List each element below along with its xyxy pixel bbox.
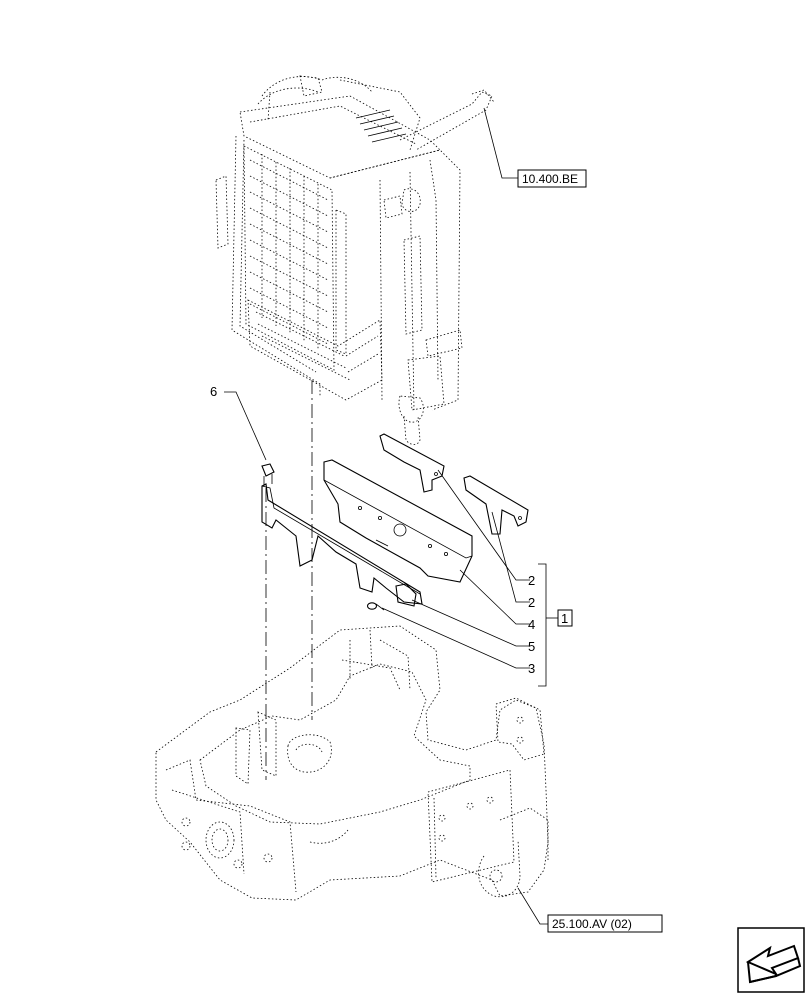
screw-part-3 — [366, 602, 385, 611]
radiator-assembly — [215, 75, 495, 445]
callout-5: 5 — [528, 639, 535, 654]
kit-label-box: 1 — [557, 609, 573, 627]
arrow-navigation-icon[interactable] — [737, 927, 805, 993]
callout-2b: 2 — [528, 595, 535, 610]
callout-4: 4 — [528, 617, 535, 632]
kit-label: 1 — [561, 611, 568, 626]
foot-bracket-part-5 — [395, 583, 417, 607]
radiator-reference: 10.400.BE — [522, 172, 578, 186]
callout-2a: 2 — [528, 573, 535, 588]
bracket-part-2b — [463, 475, 529, 535]
radiator-reference-box[interactable]: 10.400.BE — [517, 169, 587, 188]
mounting-bracket-left — [261, 483, 423, 605]
bracket-part-2a — [379, 433, 445, 493]
frame-reference-box[interactable]: 25.100.AV (02) — [547, 914, 663, 933]
callout-6: 6 — [210, 384, 217, 399]
cross-plate-part-4 — [323, 459, 473, 583]
frame-reference: 25.100.AV (02) — [552, 917, 632, 931]
callout-3: 3 — [528, 661, 535, 676]
radiator-grille — [249, 154, 329, 350]
front-frame-assembly — [155, 625, 549, 901]
bolt-part-6 — [261, 463, 275, 486]
